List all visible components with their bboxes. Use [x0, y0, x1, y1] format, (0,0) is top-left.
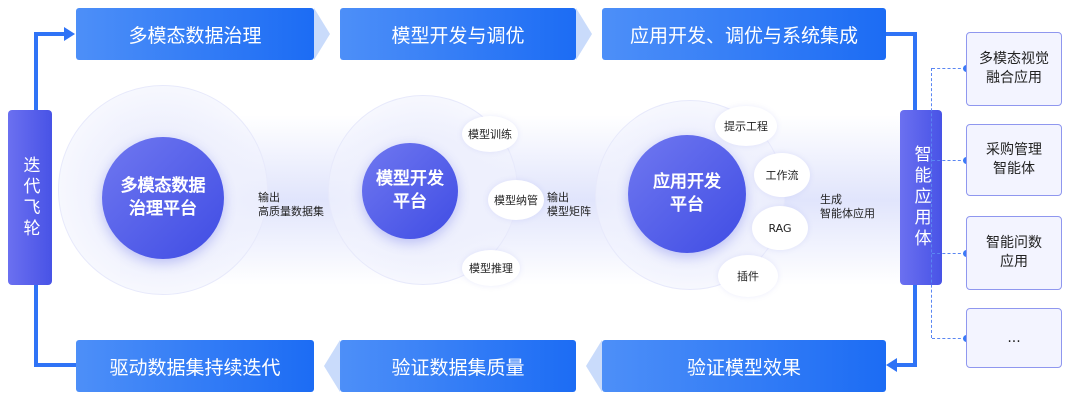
output-text: 高质量数据集 [258, 205, 324, 219]
platform-title: 模型开发 [376, 169, 444, 190]
step-label: 验证数据集质量 [391, 356, 525, 379]
app-dev-platform: 应用开发平台 [628, 135, 746, 253]
app-label: 智能体 [993, 161, 1035, 177]
step-label: 应用开发、调优与系统集成 [629, 24, 858, 47]
dashed-connector [932, 68, 966, 69]
output-text: 模型矩阵 [547, 205, 591, 219]
capability-label: 提示工程 [724, 120, 768, 133]
platform-title: 多模态数据 [120, 176, 206, 197]
step-verify-model: 验证模型效果 [602, 340, 886, 392]
capability-bubble: 插件 [718, 255, 778, 297]
output-text: 生成 [820, 193, 842, 206]
loop-line [34, 32, 38, 112]
step-app-dev: 应用开发、调优与系统集成 [602, 8, 886, 60]
app-label: 融合应用 [986, 70, 1042, 86]
model-dev-platform: 模型开发平台 [362, 143, 458, 239]
platform-title: 应用开发 [653, 172, 721, 193]
step-iterate-dataset: 驱动数据集持续迭代 [76, 340, 314, 392]
bar-label: 迭代飞轮 [19, 155, 40, 240]
dashed-connector [932, 338, 966, 339]
loop-line [34, 32, 66, 36]
app-card: 智能问数应用 [966, 216, 1062, 290]
chevron-right-icon [576, 8, 592, 60]
capability-label: 模型推理 [469, 262, 513, 275]
chevron-right-icon [314, 8, 330, 60]
app-card: 采购管理智能体 [966, 124, 1062, 196]
bar-label: 智能应用体 [910, 145, 931, 250]
loop-line [913, 32, 917, 112]
app-card: ... [966, 308, 1062, 368]
loop-line [886, 32, 917, 36]
step-model-dev: 模型开发与调优 [340, 8, 576, 60]
step-label: 验证模型效果 [686, 356, 801, 379]
intelligent-app-bar: 智能应用体 [900, 110, 942, 285]
capability-bubble: 工作流 [754, 153, 810, 197]
chevron-left-icon [324, 340, 340, 392]
iteration-flywheel-bar: 迭代飞轮 [8, 110, 52, 285]
app-label: 应用 [1000, 254, 1028, 270]
capability-bubble: 模型纳管 [488, 180, 544, 220]
capability-label: 插件 [737, 270, 759, 283]
capability-bubble: 提示工程 [715, 106, 777, 146]
loop-line [34, 283, 38, 367]
output-label: 输出高质量数据集 [258, 191, 324, 220]
dashed-connector [931, 68, 932, 338]
output-text: 输出 [547, 191, 569, 204]
arrow-right-icon [64, 27, 75, 41]
data-governance-platform: 多模态数据治理平台 [102, 137, 224, 259]
arrow-left-icon [886, 358, 897, 372]
platform-title: 平台 [670, 195, 704, 215]
output-text: 智能体应用 [820, 207, 875, 221]
capability-label: 工作流 [765, 169, 799, 182]
loop-line [896, 363, 917, 367]
app-label: 智能问数 [986, 235, 1042, 252]
step-label: 多模态数据治理 [128, 24, 262, 47]
app-label: 多模态视觉 [979, 51, 1049, 68]
platform-title: 平台 [393, 192, 427, 212]
app-card: 多模态视觉融合应用 [966, 32, 1062, 106]
step-verify-dataset: 验证数据集质量 [340, 340, 576, 392]
chevron-left-icon [586, 340, 602, 392]
output-label: 生成智能体应用 [820, 193, 875, 222]
step-data-governance: 多模态数据治理 [76, 8, 314, 60]
loop-line [913, 283, 917, 367]
output-label: 输出模型矩阵 [547, 191, 591, 220]
step-label: 驱动数据集持续迭代 [109, 356, 281, 379]
capability-label: RAG [768, 221, 792, 235]
capability-bubble: 模型训练 [462, 116, 518, 152]
capability-label: 模型纳管 [494, 194, 538, 207]
step-label: 模型开发与调优 [391, 24, 525, 47]
app-label: 采购管理 [986, 142, 1042, 159]
output-text: 输出 [258, 191, 280, 204]
capability-bubble: RAG [752, 206, 808, 250]
app-label: ... [1007, 329, 1021, 346]
capability-bubble: 模型推理 [462, 250, 520, 286]
loop-line [34, 363, 76, 367]
dashed-connector [932, 253, 966, 254]
capability-label: 模型训练 [468, 128, 512, 141]
dashed-connector [932, 160, 966, 161]
platform-title: 治理平台 [129, 199, 197, 219]
